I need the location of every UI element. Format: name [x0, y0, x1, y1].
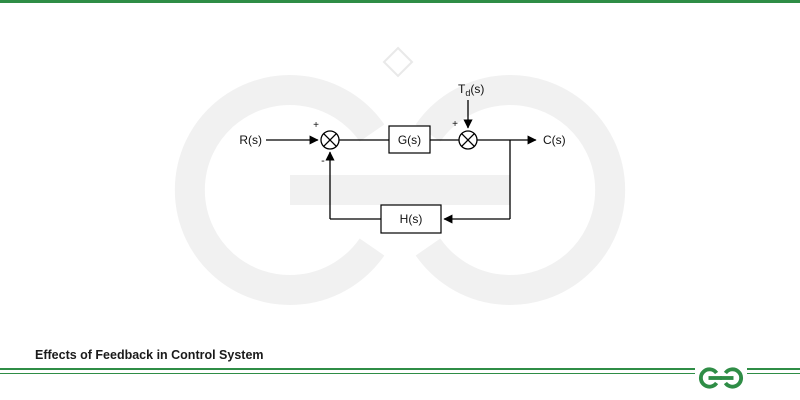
logo-left-g-arc — [698, 367, 719, 389]
footer-rule-thin — [0, 373, 800, 374]
watermark-right-g-arc — [415, 75, 626, 305]
input-signal-label: R(s) — [239, 133, 262, 147]
watermark-logo — [174, 46, 626, 305]
sum1-minus-sign: - — [321, 155, 325, 167]
geeksforgeeks-logo-glyph — [698, 367, 744, 389]
disturbance-label-main: T — [458, 82, 466, 96]
disturbance-signal-label: Td(s) — [458, 82, 484, 98]
figure-caption: Effects of Feedback in Control System — [35, 348, 264, 362]
watermark-diamond — [382, 46, 414, 78]
block-diagram: R(s) C(s) G(s) H(s) Td(s) + - + — [174, 46, 626, 305]
forward-block-g — [388, 125, 431, 154]
sum2-plus-sign: + — [452, 119, 458, 130]
diagram-labels: R(s) C(s) G(s) H(s) Td(s) + - + — [239, 82, 565, 226]
footer-rule-thick — [0, 368, 800, 370]
logo-right-g-arc — [723, 367, 744, 389]
geeksforgeeks-logo-icon — [695, 358, 747, 398]
summing-junction-2-cross — [461, 133, 475, 147]
sum1-plus-sign: + — [313, 120, 319, 131]
summing-junction-1-cross — [323, 133, 337, 147]
forward-block-label: G(s) — [398, 133, 421, 147]
diagram-lines — [266, 100, 537, 234]
disturbance-label-sub: d — [465, 88, 470, 98]
output-signal-label: C(s) — [543, 133, 566, 147]
watermark-left-g-arc — [174, 75, 385, 305]
feedback-block-label: H(s) — [400, 212, 423, 226]
top-border-line — [0, 0, 800, 3]
disturbance-label-suffix: (s) — [470, 82, 484, 96]
